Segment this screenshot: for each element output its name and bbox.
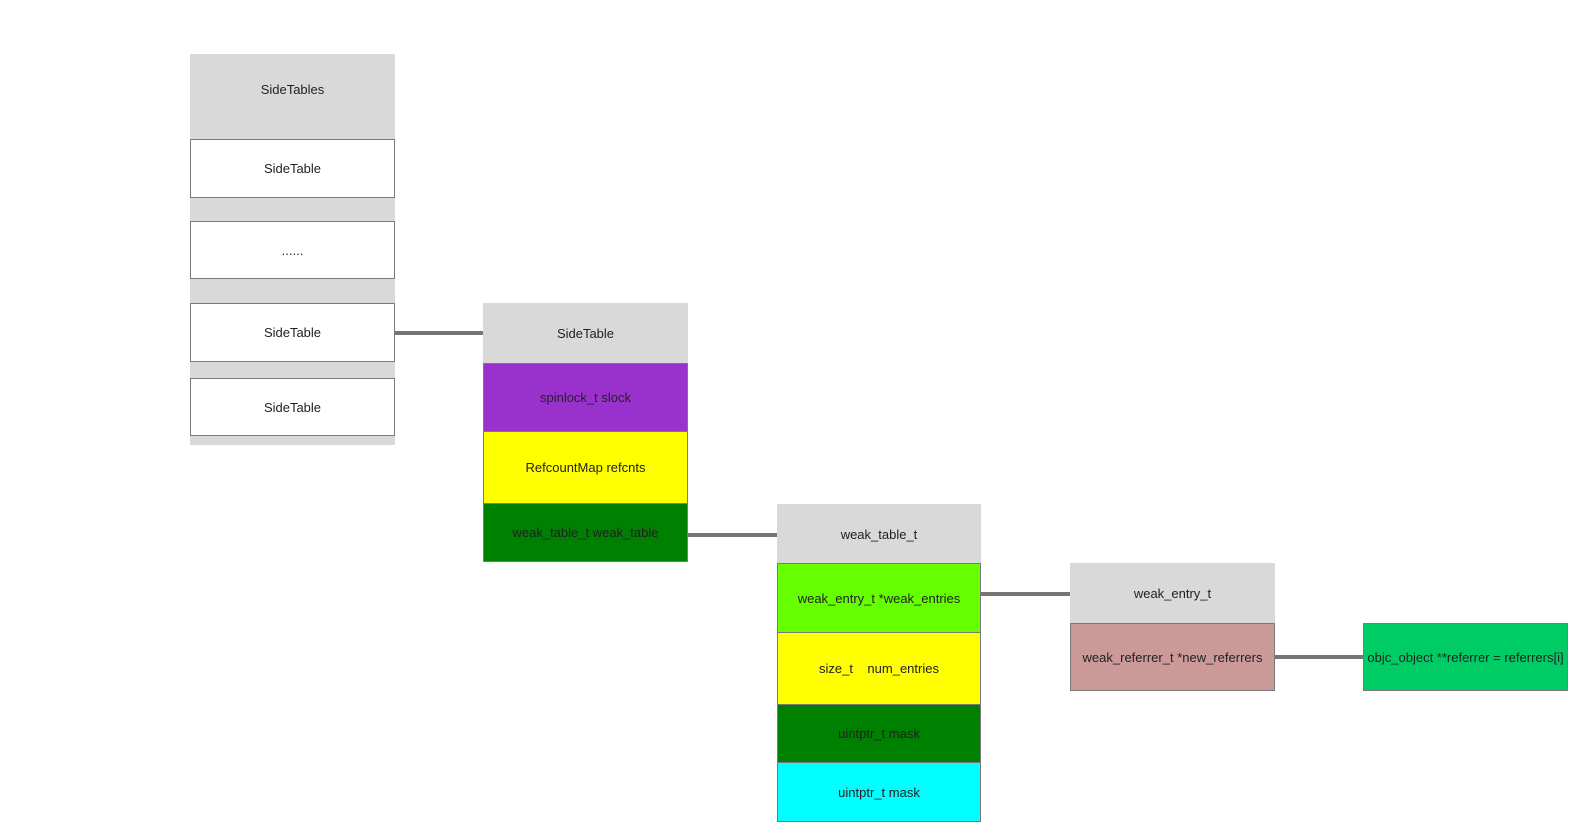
sidetables-item-ellipsis: ...... — [190, 221, 395, 279]
weak-entry-field-new-referrers: weak_referrer_t *new_referrers — [1070, 623, 1275, 691]
connector-sidetables-to-sidetable — [395, 331, 483, 335]
referrer-box: objc_object **referrer = referrers[i] — [1363, 623, 1568, 691]
connector-sidetable-to-weak-table — [688, 533, 777, 537]
weak-table-field-mask-2: uintptr_t mask — [777, 762, 981, 822]
sidetables-item-sidetable-1: SideTable — [190, 139, 395, 198]
sidetables-item-sidetable-2: SideTable — [190, 303, 395, 362]
sidetable-header: SideTable — [483, 303, 688, 364]
weak-entry-header: weak_entry_t — [1070, 563, 1275, 624]
sidetables-item-sidetable-3: SideTable — [190, 378, 395, 436]
connector-weak-entry-to-referrer — [1275, 655, 1363, 659]
weak-table-field-num-entries: size_t num_entries — [777, 632, 981, 705]
sidetables-title: SideTables — [260, 81, 325, 97]
sidetable-field-refcnts: RefcountMap refcnts — [483, 431, 688, 504]
sidetable-field-slock: spinlock_t slock — [483, 363, 688, 432]
weak-table-field-weak-entries: weak_entry_t *weak_entries — [777, 563, 981, 633]
connector-weak-table-to-weak-entry — [981, 592, 1070, 596]
sidetable-field-weak-table: weak_table_t weak_table — [483, 503, 688, 562]
weak-table-field-mask-1: uintptr_t mask — [777, 704, 981, 763]
weak-table-header: weak_table_t — [777, 504, 981, 564]
